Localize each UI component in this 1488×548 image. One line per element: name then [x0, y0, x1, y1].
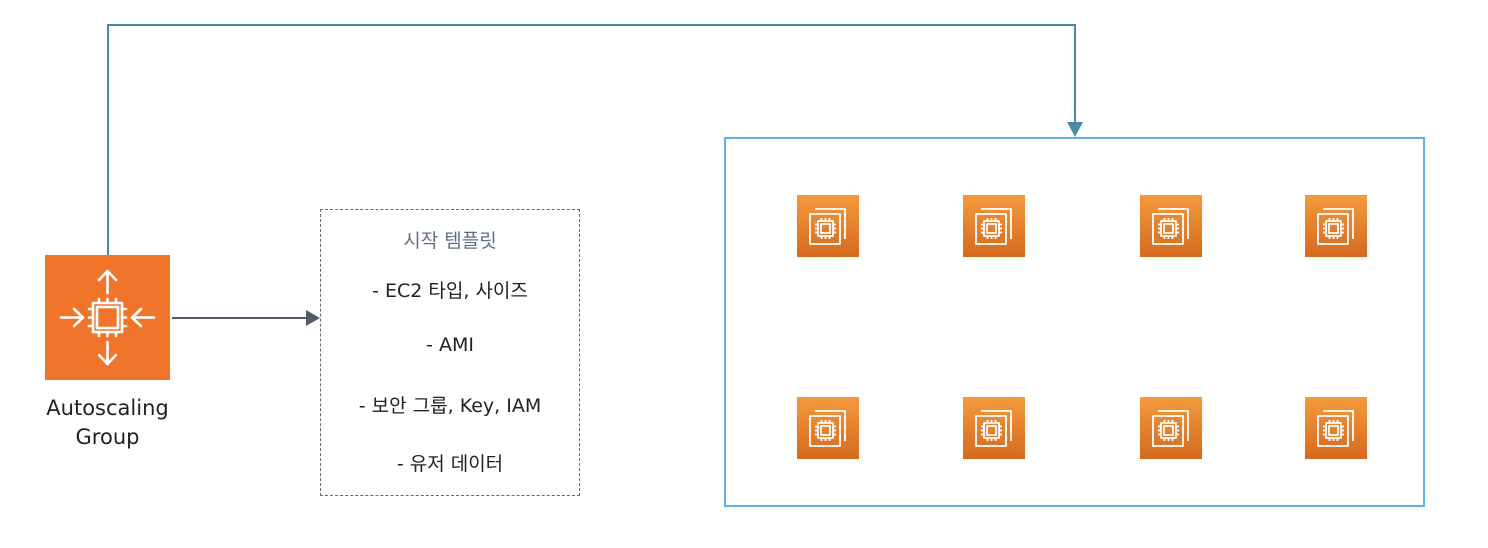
asg-to-fleet-arrow — [107, 24, 1076, 255]
launch-template-box: 시작 템플릿 - EC2 타입, 사이즈 - AMI - 보안 그룹, Key,… — [320, 209, 580, 496]
asg-label-line1: Autoscaling — [46, 396, 169, 420]
template-item-instance-type: - EC2 타입, 사이즈 — [372, 280, 528, 302]
ec2-instance-icon — [1140, 397, 1202, 459]
ec2-instance-icon — [1305, 195, 1367, 257]
ec2-instance-icon — [963, 397, 1025, 459]
autoscaling-group-label: Autoscaling Group — [10, 394, 205, 452]
autoscaling-group-icon — [45, 255, 170, 380]
template-item-security: - 보안 그룹, Key, IAM — [358, 395, 542, 417]
template-item-ami: - AMI — [426, 334, 474, 356]
ec2-instance-icon — [797, 397, 859, 459]
asg-to-fleet-arrowhead — [1067, 122, 1083, 137]
asg-to-template-arrowhead — [306, 310, 320, 326]
ec2-instance-icon — [963, 195, 1025, 257]
asg-label-line2: Group — [75, 425, 140, 449]
ec2-instance-icon — [1305, 397, 1367, 459]
launch-template-title: 시작 템플릿 — [403, 230, 497, 252]
ec2-instance-icon — [797, 195, 859, 257]
ec2-fleet-box — [724, 137, 1425, 507]
ec2-instance-icon — [1140, 195, 1202, 257]
template-item-user-data: - 유저 데이터 — [396, 453, 504, 475]
